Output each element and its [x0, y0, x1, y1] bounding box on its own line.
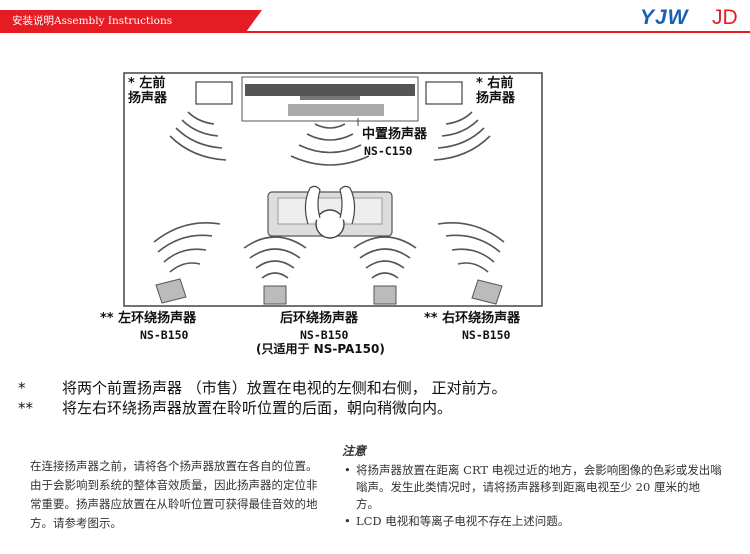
surround-left-speaker-icon	[155, 278, 187, 304]
note-surround: **将左右环绕扬声器放置在聆听位置的后面，朝向稍微向内。	[18, 399, 453, 417]
tv-icon	[245, 84, 415, 96]
tv-stand-frame	[241, 76, 419, 122]
placement-notes: *将两个前置扬声器 （市售）放置在电视的左侧和右侧， 正对前方。 **将左右环绕…	[18, 378, 507, 418]
surround-right-speaker-icon	[471, 279, 503, 305]
surround-right-model: NS-B150	[462, 328, 511, 342]
brand-logo-yjw: YJW	[640, 6, 689, 29]
surround-back-left-speaker-icon	[263, 285, 287, 305]
center-speaker-icon	[288, 104, 384, 116]
header-red-band	[0, 10, 246, 32]
header-underline	[0, 31, 750, 33]
surround-left-model: NS-B150	[140, 328, 189, 342]
center-speaker-model: NS-C150	[364, 144, 413, 158]
note-front: *将两个前置扬声器 （市售）放置在电视的左侧和右侧， 正对前方。	[18, 379, 507, 397]
surround-left-label: ** 左环绕扬声器	[100, 311, 197, 326]
caution-title: 注意	[342, 444, 367, 458]
caution-box: 注意 将扬声器放置在距离 CRT 电视过近的地方，会影响图像的色彩或发出嗡嗡声。…	[342, 443, 722, 530]
header-title: 安装说明Assembly Instructions	[12, 15, 173, 27]
surround-back-note: (只适用于 NS-PA150)	[256, 342, 385, 356]
room-outline	[123, 72, 543, 307]
surround-right-label: ** 右环绕扬声器	[424, 311, 521, 326]
header-bar: 安装说明Assembly Instructions YJW JD	[0, 0, 750, 36]
header-red-tip	[246, 10, 262, 32]
surround-back-model: NS-B150	[300, 328, 349, 342]
intro-paragraph: 在连接扬声器之前，请将各个扬声器放置在各自的位置。由于会影响到系统的整体音效质量…	[30, 459, 318, 530]
caution-item: LCD 电视和等离子电视不存在上述问题。	[342, 513, 722, 530]
brand-logo-jd: JD	[712, 6, 738, 29]
listener-icon	[315, 209, 345, 239]
front-left-label: * 左前 扬声器	[128, 76, 168, 106]
center-speaker-label: 中置扬声器	[362, 127, 428, 142]
caution-item: 将扬声器放置在距离 CRT 电视过近的地方，会影响图像的色彩或发出嗡嗡声。发生此…	[342, 462, 722, 513]
surround-back-right-speaker-icon	[373, 285, 397, 305]
front-right-label: * 右前 扬声器	[476, 76, 516, 106]
surround-back-label: 后环绕扬声器	[280, 311, 359, 326]
front-left-speaker-icon	[195, 81, 233, 105]
speaker-placement-diagram	[123, 72, 543, 307]
front-right-speaker-icon	[425, 81, 463, 105]
